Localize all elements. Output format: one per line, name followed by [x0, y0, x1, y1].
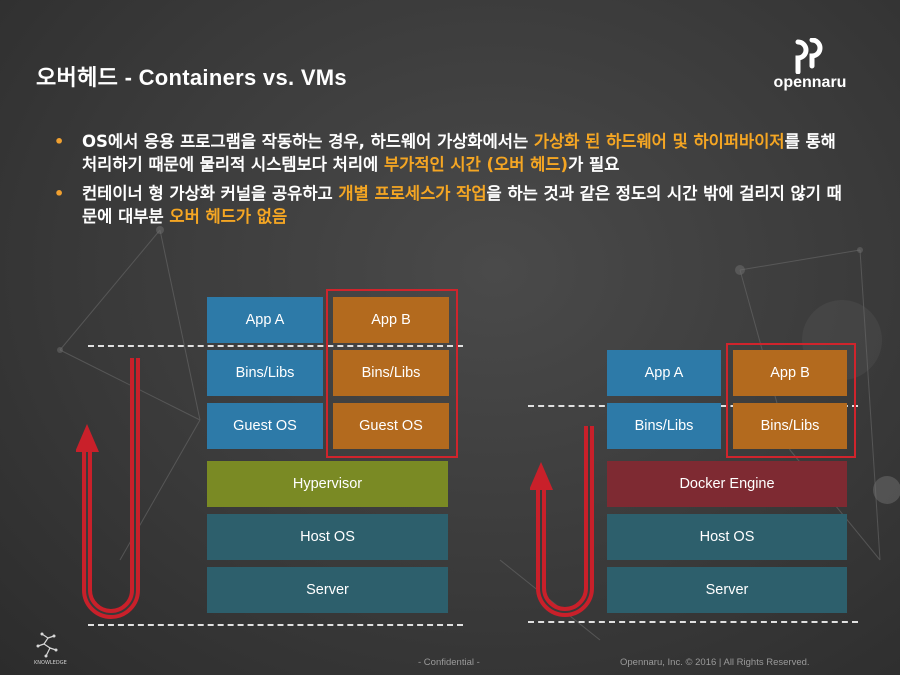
container-bins-libs-a: Bins/Libs: [607, 403, 721, 449]
container-docker-engine: Docker Engine: [607, 461, 847, 507]
bullet-item: • OS에서 응용 프로그램을 작동하는 경우, 하드웨어 가상화에서는 가상화…: [54, 130, 854, 176]
vm-hypervisor: Hypervisor: [207, 461, 448, 507]
container-app-b: App B: [733, 350, 847, 396]
vm-top-dashed-line: [88, 345, 463, 347]
bullet-text: 컨테이너 형 가상화 커널을 공유하고 개별 프로세스가 작업을 하는 것과 같…: [82, 184, 842, 226]
footer-copyright: Opennaru, Inc. © 2016 | All Rights Reser…: [620, 657, 810, 668]
vm-overhead-arrow-icon: [76, 358, 140, 619]
vm-bins-libs-b: Bins/Libs: [333, 350, 449, 396]
knowledge-mark-icon: [36, 632, 58, 658]
vm-guest-os-b: Guest OS: [333, 403, 449, 449]
knowledge-logo-text: KNOWLEDGE: [34, 660, 67, 666]
opennaru-mark-icon: [795, 37, 823, 75]
bullet-text: OS에서 응용 프로그램을 작동하는 경우, 하드웨어 가상화에서는 가상화 된…: [82, 132, 836, 174]
container-host-os: Host OS: [607, 514, 847, 560]
container-bins-libs-b: Bins/Libs: [733, 403, 847, 449]
vm-app-b-highlight-frame: [326, 289, 458, 458]
bullet-list: • OS에서 응용 프로그램을 작동하는 경우, 하드웨어 가상화에서는 가상화…: [54, 130, 854, 234]
container-app-b-highlight-frame: [726, 343, 856, 458]
vm-app-a: App A: [207, 297, 323, 343]
bullet-dot-icon: •: [54, 132, 65, 151]
vm-bins-libs-a: Bins/Libs: [207, 350, 323, 396]
slide-title: 오버헤드 - Containers vs. VMs: [36, 65, 347, 90]
container-bottom-dashed-line: [528, 621, 858, 623]
vm-guest-os-a: Guest OS: [207, 403, 323, 449]
bullet-item: • 컨테이너 형 가상화 커널을 공유하고 개별 프로세스가 작업을 하는 것과…: [54, 182, 854, 228]
footer-confidential: - Confidential -: [418, 657, 480, 668]
opennaru-logo: opennaru: [768, 37, 852, 94]
container-app-a: App A: [607, 350, 721, 396]
vm-host-os: Host OS: [207, 514, 448, 560]
logo-text: opennaru: [773, 74, 847, 91]
vm-server: Server: [207, 567, 448, 613]
container-overhead-arrow-icon: [530, 426, 594, 617]
knowledge-logo: KNOWLEDGE: [34, 630, 67, 670]
bullet-dot-icon: •: [54, 184, 65, 203]
vm-app-b: App B: [333, 297, 449, 343]
vm-bottom-dashed-line: [88, 624, 463, 626]
container-server: Server: [607, 567, 847, 613]
